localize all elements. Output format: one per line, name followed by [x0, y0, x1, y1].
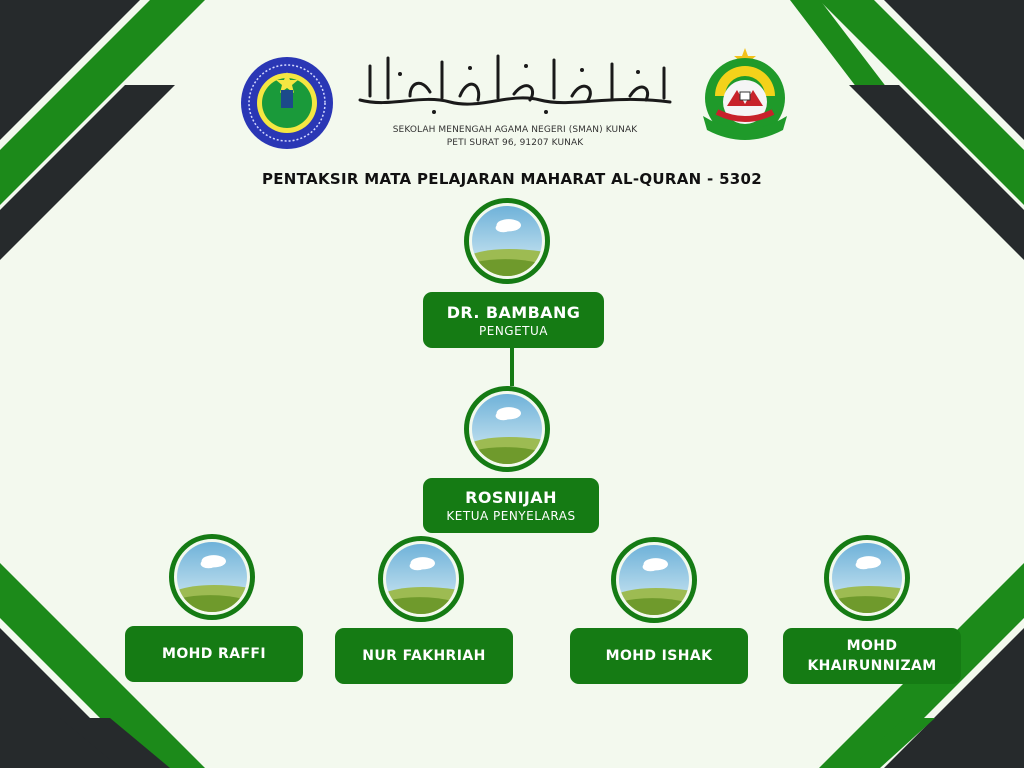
middle-role: KETUA PENYELARAS — [446, 509, 576, 523]
card-member-1: MOHD RAFFI — [125, 626, 303, 682]
photo-middle — [464, 386, 550, 472]
placeholder-photo-icon — [832, 543, 902, 613]
placeholder-photo-icon — [177, 542, 247, 612]
page-title: PENTAKSIR MATA PELAJARAN MAHARAT AL-QURA… — [261, 170, 763, 188]
placeholder-photo-icon — [472, 394, 542, 464]
card-middle: ROSNIJAH KETUA PENYELARAS — [423, 478, 599, 533]
top-role: PENGETUA — [479, 323, 548, 338]
photo-member-1 — [169, 534, 255, 620]
member-name: NUR FAKHRIAH — [362, 648, 486, 664]
top-name: DR. BAMBANG — [446, 302, 581, 322]
card-member-3: MOHD ISHAK — [570, 628, 748, 684]
state-crest-logo-icon — [241, 57, 333, 149]
placeholder-photo-icon — [619, 545, 689, 615]
arabic-calligraphy-icon — [358, 54, 672, 114]
connector-line — [510, 348, 514, 386]
photo-member-4 — [824, 535, 910, 621]
photo-member-3 — [611, 537, 697, 623]
photo-member-2 — [378, 536, 464, 622]
placeholder-photo-icon — [386, 544, 456, 614]
member-name: MOHD KHAIRUNNIZAM — [807, 638, 937, 674]
member-name: MOHD ISHAK — [605, 648, 713, 664]
school-address-line2: PETI SURAT 96, 91207 KUNAK — [446, 138, 584, 148]
photo-top — [464, 198, 550, 284]
card-top: DR. BAMBANG PENGETUA — [423, 292, 604, 348]
member-name: MOHD RAFFI — [162, 646, 266, 662]
school-name: SEKOLAH MENENGAH AGAMA NEGERI (SMAN) KUN… — [350, 124, 680, 150]
header: SEKOLAH MENENGAH AGAMA NEGERI (SMAN) KUN… — [0, 0, 1024, 200]
placeholder-photo-icon — [472, 206, 542, 276]
school-name-line1: SEKOLAH MENENGAH AGAMA NEGERI (SMAN) KUN… — [392, 125, 638, 135]
card-member-4: MOHD KHAIRUNNIZAM — [783, 628, 961, 684]
middle-name: ROSNIJAH — [465, 488, 557, 507]
sman-kunak-emblem-icon — [703, 48, 787, 140]
card-member-2: NUR FAKHRIAH — [335, 628, 513, 684]
